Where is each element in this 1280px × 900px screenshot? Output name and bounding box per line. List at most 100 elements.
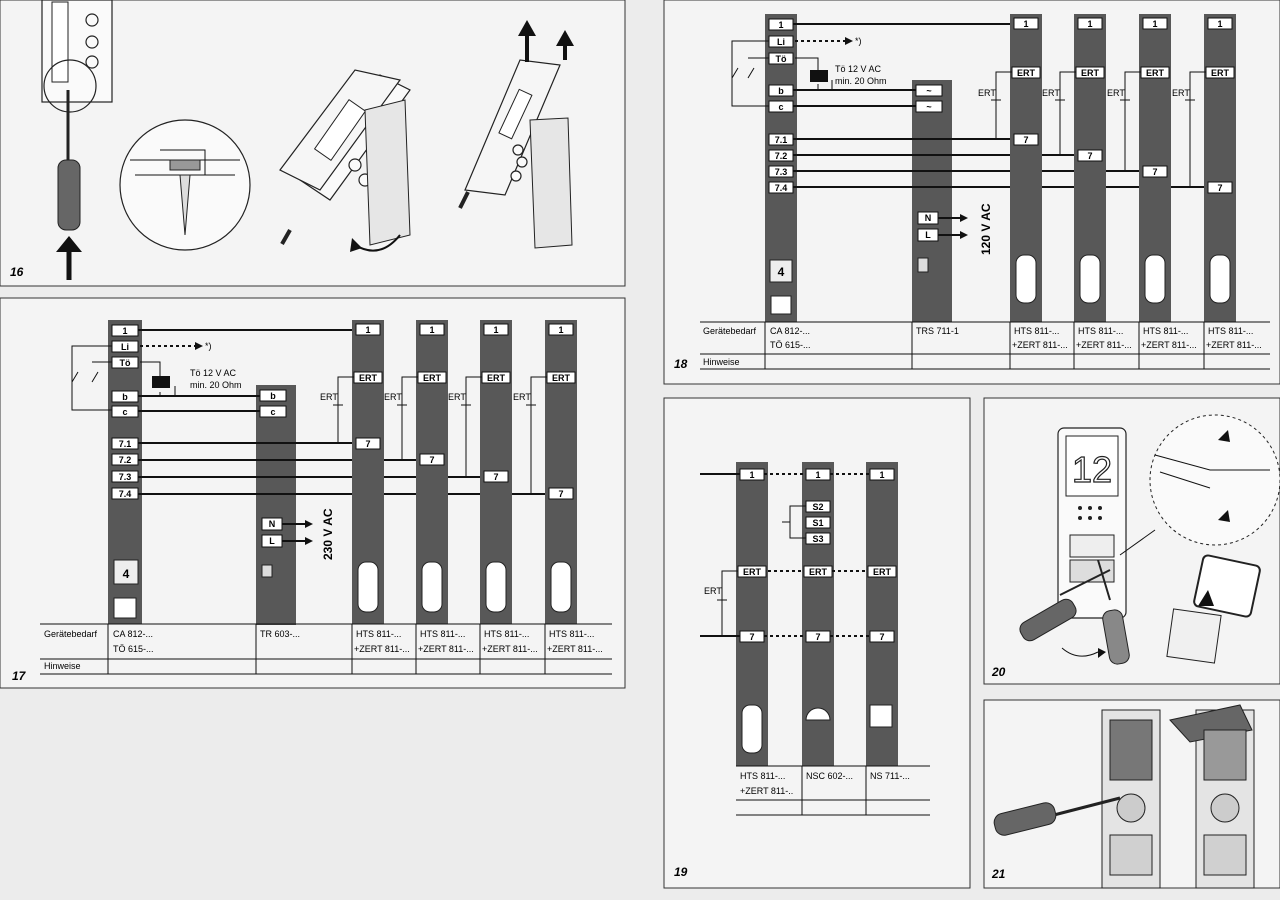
terminal-label: 7 (429, 455, 434, 465)
terminal-label: 7.3 (775, 167, 788, 177)
table-cell: +ZERT 811-... (482, 644, 538, 654)
terminal-label: 7 (1217, 183, 1222, 193)
terminal-label: b (122, 392, 128, 402)
figure-number: 19 (674, 865, 688, 879)
terminal-label: 7 (815, 632, 820, 642)
table-cell: +ZERT 811-.. (740, 786, 793, 796)
arrow-up-icon (518, 20, 536, 36)
handset-icon (1015, 254, 1037, 304)
terminal-label: Li (777, 37, 785, 47)
ert-button-label: ERT (448, 392, 466, 402)
voltage-label: 120 V AC (979, 203, 993, 255)
ert-button-label: ERT (1042, 88, 1060, 98)
terminal-label: 1 (1217, 19, 1222, 29)
terminal-strip-left: 1 Li Tö b c 7.1 7.2 7.3 7.4 (111, 324, 139, 500)
table-cell: CA 812-... (770, 326, 810, 336)
table-cell: HTS 811-... (1078, 326, 1123, 336)
terminal-label: 7.1 (119, 439, 132, 449)
table-cell: TRS 711-1 (916, 326, 959, 336)
table-cell: +ZERT 811-... (1206, 340, 1262, 350)
speaker-grid-icon (869, 704, 893, 728)
table-cell: HTS 811-... (1014, 326, 1059, 336)
handset-icon (485, 561, 507, 613)
table-cell: +ZERT 811-... (547, 644, 603, 654)
table-label: Hinweise (703, 357, 740, 367)
terminal-label: 1 (1087, 19, 1092, 29)
figure-19: 1 1 1 S2 S1 S3 ERT ERT ERT 7 7 7 ERT HTS… (663, 397, 971, 889)
speaker-grid-icon (1078, 506, 1102, 520)
arrow-icon (1218, 430, 1230, 442)
ert-label: ERT (423, 373, 442, 383)
table-cell: CA 812-... (113, 629, 153, 639)
table-cell: TR 603-... (260, 629, 300, 639)
figure-21: 21 (983, 699, 1280, 889)
terminal-label: Li (121, 342, 129, 352)
ert-label: ERT (487, 373, 506, 383)
screwdriver-icon (993, 802, 1057, 836)
arrow-up-icon (556, 30, 574, 46)
terminal-label: 1 (493, 325, 498, 335)
table-cell: HTS 811-... (1208, 326, 1253, 336)
ert-label: ERT (359, 373, 378, 383)
panel-number: 12 (1072, 449, 1112, 490)
terminal-label: 7.4 (119, 489, 132, 499)
table-cell: HTS 811-... (356, 629, 401, 639)
ert-button-label: ERT (513, 392, 531, 402)
ert-label: ERT (1211, 68, 1230, 78)
handset-icon (550, 561, 572, 613)
terminal-label: 7 (1087, 151, 1092, 161)
arrow-up-icon (56, 236, 82, 252)
terminal-label: 1 (749, 470, 754, 480)
relay-icon (152, 376, 170, 388)
figure-number: 16 (10, 265, 24, 279)
terminal-label: S2 (812, 502, 823, 512)
table-cell: NS 711-... (870, 771, 910, 781)
voltage-label: 230 V AC (321, 508, 335, 560)
terminal-label: S3 (812, 534, 823, 544)
handset-icon (421, 561, 443, 613)
hts-stations: 1 1 1 1 ERT ERT ERT ERT 7 7 7 7 ERT ERT … (978, 14, 1236, 322)
terminal-label: 7 (1023, 135, 1028, 145)
ert-label: ERT (809, 567, 828, 577)
terminal-label: 1 (365, 325, 370, 335)
relay-label: Tö 12 V AC (190, 368, 237, 378)
table-cell: HTS 811-... (549, 629, 594, 639)
terminal-label: c (270, 407, 275, 417)
terminal-label: 1 (879, 470, 884, 480)
ert-button-label: ERT (704, 586, 722, 596)
tr-603-bar (256, 385, 296, 625)
station-number: 4 (778, 265, 785, 279)
device-table: Gerätebedarf Hinweise CA 812-... TÖ 615-… (40, 623, 612, 675)
keypad-icon (770, 295, 792, 315)
terminal-strip-left: 1 Li Tö b c 7.1 7.2 7.3 7.4 (768, 18, 794, 194)
curved-arrow-icon (1098, 648, 1106, 658)
terminal-label: 7 (558, 489, 563, 499)
terminal-label: ~ (926, 102, 931, 112)
terminal-label: 1 (1152, 19, 1157, 29)
terminal-label: 1 (122, 326, 127, 336)
bell-icon (805, 707, 831, 721)
ert-label: ERT (552, 373, 571, 383)
table-cell: +ZERT 811-... (1012, 340, 1068, 350)
table-cell: TÖ 615-... (113, 644, 154, 654)
ert-button-label: ERT (1107, 88, 1125, 98)
ert-label: ERT (1017, 68, 1036, 78)
terminal-label: b (270, 391, 276, 401)
terminal-label: L (925, 230, 931, 240)
table-cell: HTS 811-... (740, 771, 785, 781)
terminal-label: 7 (749, 632, 754, 642)
table-cell: TÖ 615-... (770, 340, 811, 350)
station-number: 4 (123, 567, 130, 581)
table-cell: +ZERT 811-... (1141, 340, 1197, 350)
trs-711-bar (912, 80, 952, 322)
terminal-label: 7 (365, 439, 370, 449)
terminal-label: 7.4 (775, 183, 788, 193)
handset-icon (1144, 254, 1166, 304)
ert-button-label: ERT (1172, 88, 1190, 98)
terminal-label: 1 (429, 325, 434, 335)
ert-button-label: ERT (320, 392, 338, 402)
terminal-label: 1 (558, 325, 563, 335)
magnified-detail (1149, 414, 1280, 546)
screwdriver-icon (57, 159, 81, 231)
